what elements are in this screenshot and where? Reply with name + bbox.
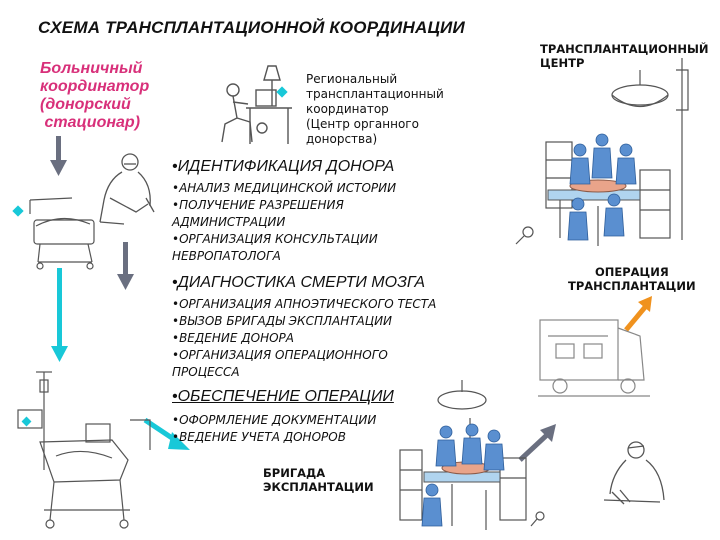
section-item: •ВЫЗОВ БРИГАДЫ ЭКСПЛАНТАЦИИ <box>172 314 393 328</box>
regional-coordinator-line: Региональный <box>306 72 398 86</box>
brigade-label-line: ЭКСПЛАНТАЦИИ <box>263 480 374 494</box>
doctor-writing-icon <box>99 153 155 225</box>
hospital-coordinator-line: координатор <box>40 78 150 95</box>
transplant-operation-label: ОПЕРАЦИЯ ТРАНСПЛАНТАЦИИ <box>568 265 696 293</box>
flow-arrow-down-2 <box>117 242 134 290</box>
section-item: НЕВРОПАТОЛОГА <box>172 249 281 263</box>
page-title: СХЕМА ТРАНСПЛАНТАЦИОННОЙ КООРДИНАЦИИ <box>38 18 465 37</box>
ambulance-icon <box>538 319 650 397</box>
iv-bed-icon <box>17 371 151 529</box>
regional-coordinator-line: донорства) <box>306 132 378 146</box>
section-heading-text: •ОБЕСПЕЧЕНИЕ ОПЕРАЦИИ <box>172 388 394 405</box>
flow-arrow-gray-diagonal <box>518 424 556 462</box>
section-item: •АНАЛИЗ МЕДИЦИНСКОЙ ИСТОРИИ <box>172 181 397 195</box>
hospital-coordinator-line: стационар) <box>40 114 141 131</box>
section-items-operation-support: •ОФОРМЛЕНИЕ ДОКУМЕНТАЦИИ •ВЕДЕНИЕ УЧЕТА … <box>172 412 376 446</box>
regional-coordinator-label: Региональный трансплантационный координа… <box>306 72 444 147</box>
section-item: •ВЕДЕНИЕ ДОНОРА <box>172 331 294 345</box>
operation-label-line: ОПЕРАЦИЯ <box>594 265 669 279</box>
coordinator-at-desk-icon <box>221 65 292 144</box>
section-item: •ОФОРМЛЕНИЕ ДОКУМЕНТАЦИИ <box>172 413 377 427</box>
hospital-bed-icon <box>12 197 95 270</box>
hospital-coordinator-line: (донорский <box>40 96 131 113</box>
hospital-coordinator-line: Больничный <box>40 60 143 77</box>
explantation-brigade-label: БРИГАДА ЭКСПЛАНТАЦИИ <box>263 466 374 494</box>
section-heading-donor-identification: •ИДЕНТИФИКАЦИЯ ДОНОРА <box>172 158 394 176</box>
regional-coordinator-line: координатор <box>306 102 389 116</box>
flow-arrow-cyan-down <box>51 268 68 362</box>
explantation-room-icon <box>399 380 545 530</box>
operating-room-icon <box>515 58 689 246</box>
section-heading-operation-support: •ОБЕСПЕЧЕНИЕ ОПЕРАЦИИ <box>172 388 394 406</box>
section-items-donor-identification: •АНАЛИЗ МЕДИЦИНСКОЙ ИСТОРИИ •ПОЛУЧЕНИЕ Р… <box>172 180 396 265</box>
section-item: АДМИНИСТРАЦИИ <box>172 215 286 229</box>
section-heading-brain-death: •ДИАГНОСТИКА СМЕРТИ МОЗГА <box>172 274 425 292</box>
transplant-center-label: ТРАНСПЛАНТАЦИОННЫЙ ЦЕНТР <box>540 42 709 70</box>
flow-arrow-orange <box>624 296 652 332</box>
section-item: •ВЕДЕНИЕ УЧЕТА ДОНОРОВ <box>172 430 346 444</box>
regional-coordinator-line: трансплантационный <box>306 87 444 101</box>
operation-label-line: ТРАНСПЛАНТАЦИИ <box>568 279 696 293</box>
section-item: •ОРГАНИЗАЦИЯ АПНОЭТИЧЕСКОГО ТЕСТА <box>172 297 437 311</box>
section-item: •ПОЛУЧЕНИЕ РАЗРЕШЕНИЯ <box>172 198 344 212</box>
transplant-center-line: ЦЕНТР <box>540 56 585 70</box>
section-item: ПРОЦЕССА <box>172 365 240 379</box>
section-item: •ОРГАНИЗАЦИЯ ОПЕРАЦИОННОГО <box>172 348 388 362</box>
flow-arrow-down-1 <box>50 136 67 176</box>
section-heading-text: •ДИАГНОСТИКА СМЕРТИ МОЗГА <box>172 274 426 291</box>
section-items-brain-death: •ОРГАНИЗАЦИЯ АПНОЭТИЧЕСКОГО ТЕСТА •ВЫЗОВ… <box>172 296 436 381</box>
section-item: •ОРГАНИЗАЦИЯ КОНСУЛЬТАЦИИ <box>172 232 378 246</box>
regional-coordinator-line: (Центр органного <box>306 117 419 131</box>
surgeon-writing-icon <box>603 441 665 505</box>
section-heading-text: •ИДЕНТИФИКАЦИЯ ДОНОРА <box>172 158 395 175</box>
transplant-center-line: ТРАНСПЛАНТАЦИОННЫЙ <box>540 42 709 56</box>
brigade-label-line: БРИГАДА <box>263 466 326 480</box>
hospital-coordinator-label: Больничный координатор (донорский стацио… <box>40 60 149 132</box>
